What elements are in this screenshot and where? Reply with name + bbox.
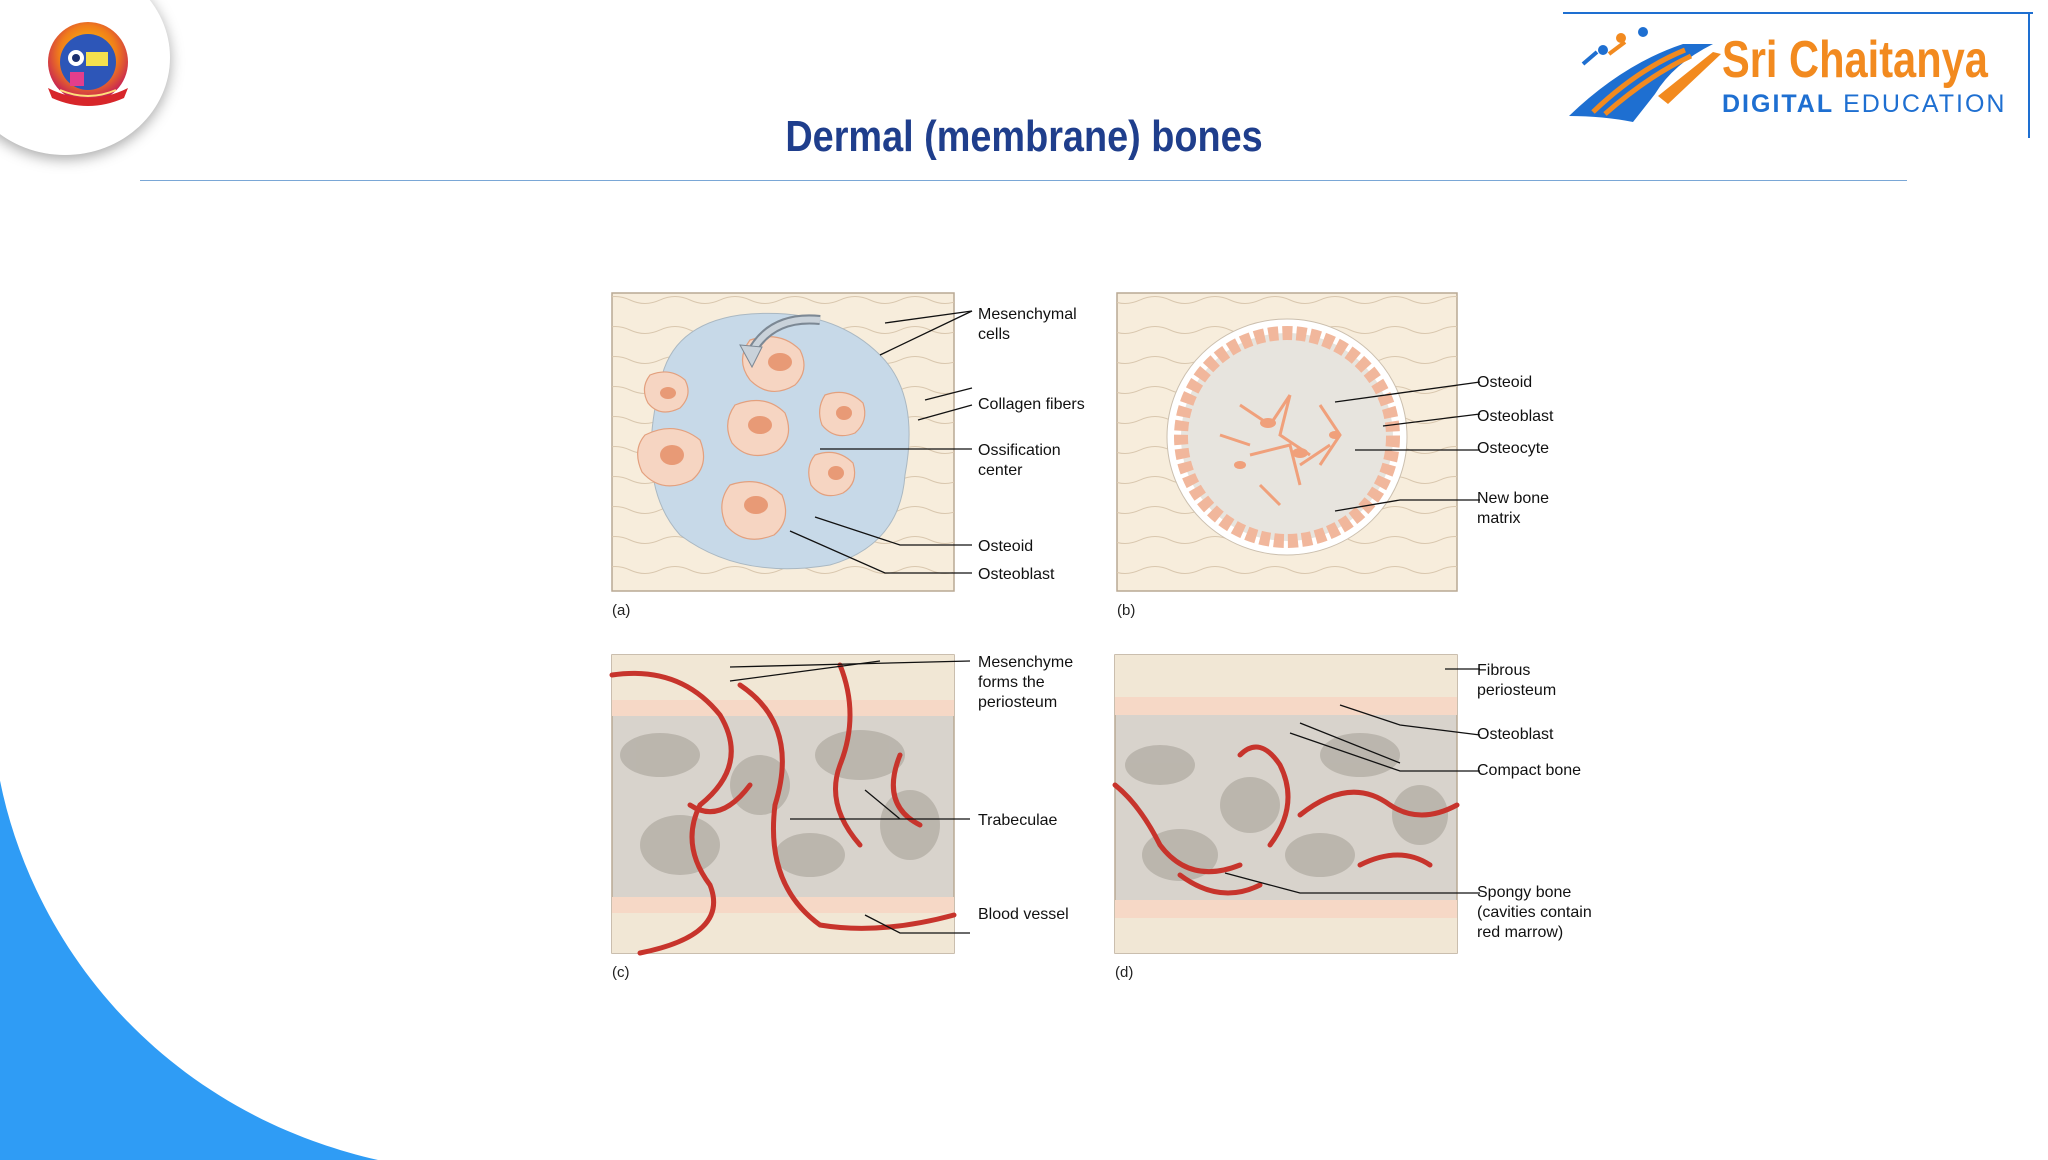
label-osteoid-b: Osteoid [1477, 374, 1532, 391]
label-ossification-center-2: center [978, 462, 1023, 479]
panel-a-tag: (a) [612, 602, 630, 619]
label-spongy-bone-1: Spongy bone [1477, 884, 1571, 901]
label-osteoid-a: Osteoid [978, 538, 1033, 555]
label-trabeculae: Trabeculae [978, 812, 1058, 829]
label-new-bone-matrix-1: New bone [1477, 490, 1549, 507]
label-fibrous-periosteum-2: periosteum [1477, 682, 1556, 699]
panel-b: (b) Osteoid Osteoblast Osteocyte New bon… [1116, 292, 1554, 619]
label-osteoblast-a: Osteoblast [978, 566, 1055, 583]
brand-sub-rest: EDUCATION [1834, 90, 2007, 118]
label-collagen-fibers: Collagen fibers [978, 396, 1085, 413]
label-mesenchyme-1: Mesenchyme [978, 654, 1073, 671]
label-ossification-center-1: Ossification [978, 442, 1061, 459]
brand-frame-line [1563, 12, 2033, 14]
panel-c-tag: (c) [612, 964, 630, 981]
panel-d-tag: (d) [1115, 964, 1133, 981]
label-blood-vessel: Blood vessel [978, 906, 1069, 923]
label-osteoblast-d: Osteoblast [1477, 726, 1554, 743]
title-divider [140, 180, 1907, 181]
label-compact-bone: Compact bone [1477, 762, 1581, 779]
brand-frame-line [2028, 12, 2030, 138]
decorative-blue-shape [0, 780, 378, 1160]
brand-book-icon [1569, 27, 1721, 122]
label-spongy-bone-3: red marrow) [1477, 924, 1563, 941]
bone-ossification-diagram: (a) Mesenchymal cells Collagen fibers Os… [609, 292, 1592, 981]
panel-c: (c) Mesenchyme forms the periosteum Trab… [609, 654, 1073, 981]
panel-d: (d) Fibrous periosteum Osteoblast Compac… [1112, 654, 1592, 981]
label-osteoblast-b: Osteoblast [1477, 408, 1554, 425]
brand-name: Sri Chaitanya [1722, 31, 1988, 89]
panel-b-tag: (b) [1117, 602, 1135, 619]
brand-subtitle: DIGITAL EDUCATION [1722, 90, 2006, 119]
brand-sub-bold: DIGITAL [1722, 90, 1835, 118]
label-mesenchyme-3: periosteum [978, 694, 1057, 711]
label-spongy-bone-2: (cavities contain [1477, 904, 1592, 921]
school-logo-icon [48, 22, 128, 106]
label-new-bone-matrix-2: matrix [1477, 510, 1521, 527]
label-mesenchymal-cells-2: cells [978, 326, 1010, 343]
page-title: Dermal (membrane) bones [785, 112, 1263, 161]
label-mesenchymal-cells-1: Mesenchymal [978, 306, 1077, 323]
label-mesenchyme-2: forms the [978, 674, 1045, 691]
label-osteocyte-b: Osteocyte [1477, 440, 1549, 457]
panel-a: (a) Mesenchymal cells Collagen fibers Os… [611, 292, 1085, 619]
label-fibrous-periosteum-1: Fibrous [1477, 662, 1530, 679]
